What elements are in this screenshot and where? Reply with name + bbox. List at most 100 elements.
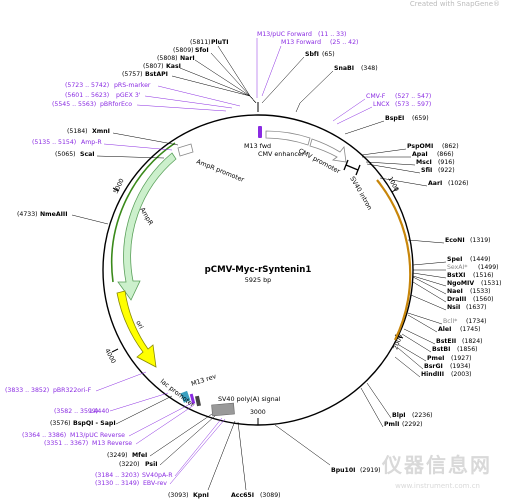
site-name: MfeI — [132, 452, 147, 459]
site-sfii: SfiI (922) — [366, 163, 455, 174]
site-pos: (1734) — [466, 318, 487, 325]
site-blpi: BlpI (2236) — [366, 382, 433, 419]
site-name: PspOMI — [407, 143, 433, 150]
site-bsrgi: BsrGI (1934) — [397, 347, 471, 370]
primer-pgex3: (5601 .. 5623) pGEX 3' — [65, 92, 233, 109]
primer-pos: (3364 .. 3386) — [22, 432, 66, 439]
site-pos: (2236) — [412, 412, 433, 419]
site-sexai: SexAI* (1499) — [413, 264, 499, 271]
primer-m13-reverse: (3351 .. 3367) M13 Reverse — [44, 404, 195, 447]
site-name: XmnI — [92, 128, 110, 135]
primer-name: SV40pA-R — [142, 472, 173, 479]
site-pos: (3220) — [119, 461, 140, 468]
feature-ampr: AmpR — [138, 206, 155, 227]
site-name: NsiI — [447, 304, 460, 311]
site-name: SfoI — [195, 47, 209, 54]
site-name: DraIII — [447, 296, 466, 303]
site-apai: ApaI (866) — [362, 151, 454, 158]
primer-name: LNCX — [373, 101, 390, 108]
site-name: BspQI - SapI — [73, 420, 116, 427]
site-kpni: (3093) KpnI — [168, 420, 236, 499]
site-name: PsiI — [145, 461, 158, 468]
site-pos: (916) — [438, 159, 455, 166]
tick-mark-5000 — [112, 187, 120, 192]
site-pos: (862) — [442, 143, 459, 150]
plasmid-name: pCMV-Myc-rSyntenin1 — [205, 265, 312, 275]
primer-name: pRS-marker — [114, 82, 151, 89]
primer-pos: (25 .. 42) — [330, 39, 358, 46]
site-pos: (4733) — [17, 211, 38, 218]
ampr-promoter-arrow — [177, 143, 194, 157]
site-pos: (922) — [438, 167, 455, 174]
primer-pos: (5135 .. 5154) — [32, 139, 76, 146]
feature-ori: ori — [134, 319, 145, 330]
primer-pos: (3184 .. 3203) — [95, 472, 139, 479]
site-bstapi: (5757) BstAPI — [122, 71, 257, 104]
site-bspei: BspEI (659) — [344, 115, 429, 135]
site-bcli: BclI* (1734) — [407, 312, 487, 325]
primer-name: EBV-rev — [143, 480, 167, 487]
sv40-polya-box — [211, 402, 235, 417]
primer-name: M13/pUC Reverse — [70, 432, 125, 439]
site-name: NmeAIII — [40, 211, 68, 218]
site-name: NarI — [180, 55, 195, 62]
site-pos: (866) — [437, 151, 454, 158]
primer-name: Amp-R — [81, 139, 102, 146]
site-name: PmlI — [384, 421, 399, 428]
site-pos: (5811) — [190, 39, 211, 46]
lac-element-marker — [195, 395, 201, 407]
primer-pos: (11 .. 33) — [318, 31, 346, 38]
primer-lncx: LNCX (573 .. 597) — [336, 101, 431, 125]
site-name: KasI — [166, 63, 181, 70]
site-pos: (1499) — [478, 264, 499, 271]
site-name: HindIII — [421, 371, 444, 378]
site-name: SnaBI — [334, 65, 354, 72]
site-psp-omi: PspOMI (862) — [361, 143, 459, 156]
tick-mark-1000 — [391, 187, 399, 193]
site-pos: (3093) — [168, 492, 189, 499]
brand-watermark: 仪器信息网 — [382, 453, 492, 477]
site-sbfi: SbfI (65) — [261, 51, 335, 104]
site-name: ScaI — [80, 151, 95, 158]
site-pos: (5807) — [143, 63, 164, 70]
primer-m13-puc-forward: M13/pUC Forward (11 .. 33) — [256, 31, 346, 98]
primer-pos: (3582 .. 3599) — [54, 408, 98, 415]
snapgene-watermark: Created with SnapGene® — [409, 0, 500, 8]
site-pmli: PmlI (2292) — [360, 387, 423, 428]
primer-prs-marker: (5723 .. 5742) pRS-marker — [65, 82, 241, 107]
site-pos: (1927) — [451, 355, 472, 362]
site-pos: (3249) — [107, 452, 128, 459]
primer-name: M13/pUC Forward — [257, 31, 312, 38]
insert-arc — [376, 179, 412, 341]
url-watermark: www.instrument.com.cn — [395, 482, 480, 490]
primer-pos: (3833 .. 3852) — [5, 387, 49, 394]
primer-pos: (3351 .. 3367) — [44, 440, 88, 447]
site-pos: (1745) — [460, 326, 481, 333]
tick-label-2000: 2000 — [392, 333, 404, 350]
site-pos: (2292) — [402, 421, 423, 428]
site-mfei: (3249) MfeI — [107, 413, 213, 459]
site-nmeaiii: (4733) NmeAIII — [17, 211, 109, 225]
primer-sv40pa-r: (3184 .. 3203) SV40pA-R — [95, 417, 223, 479]
primer-name: M13 Reverse — [92, 440, 132, 447]
site-pos: (1449) — [470, 256, 491, 263]
site-name: NgoMIV — [447, 280, 474, 287]
site-pos: (3089) — [260, 492, 281, 499]
site-pos: (659) — [412, 115, 429, 122]
primer-m13-puc-reverse: (3364 .. 3386) M13/pUC Reverse — [22, 402, 193, 439]
site-name: BstBI — [432, 346, 450, 353]
site-name: PluTI — [211, 39, 229, 46]
site-name: EcoNI — [445, 237, 465, 244]
primer-ebv-rev: (3130 .. 3149) EBV-rev — [95, 418, 226, 487]
site-econi: EcoNI (1319) — [407, 237, 491, 244]
site-name: BclI* — [443, 318, 457, 325]
cmv-promoter-arrow — [309, 138, 347, 163]
primer-pos: (5601 .. 5623) — [65, 92, 109, 99]
site-pmei: PmeI (1927) — [398, 344, 472, 362]
primer-pos: (3130 .. 3149) — [95, 480, 139, 487]
site-xmni: (5184) XmnI — [67, 128, 179, 146]
site-name: BlpI — [392, 412, 406, 419]
site-pos: (1516) — [473, 272, 494, 279]
site-pos: (348) — [361, 65, 378, 72]
site-pos: (1531) — [481, 280, 502, 287]
